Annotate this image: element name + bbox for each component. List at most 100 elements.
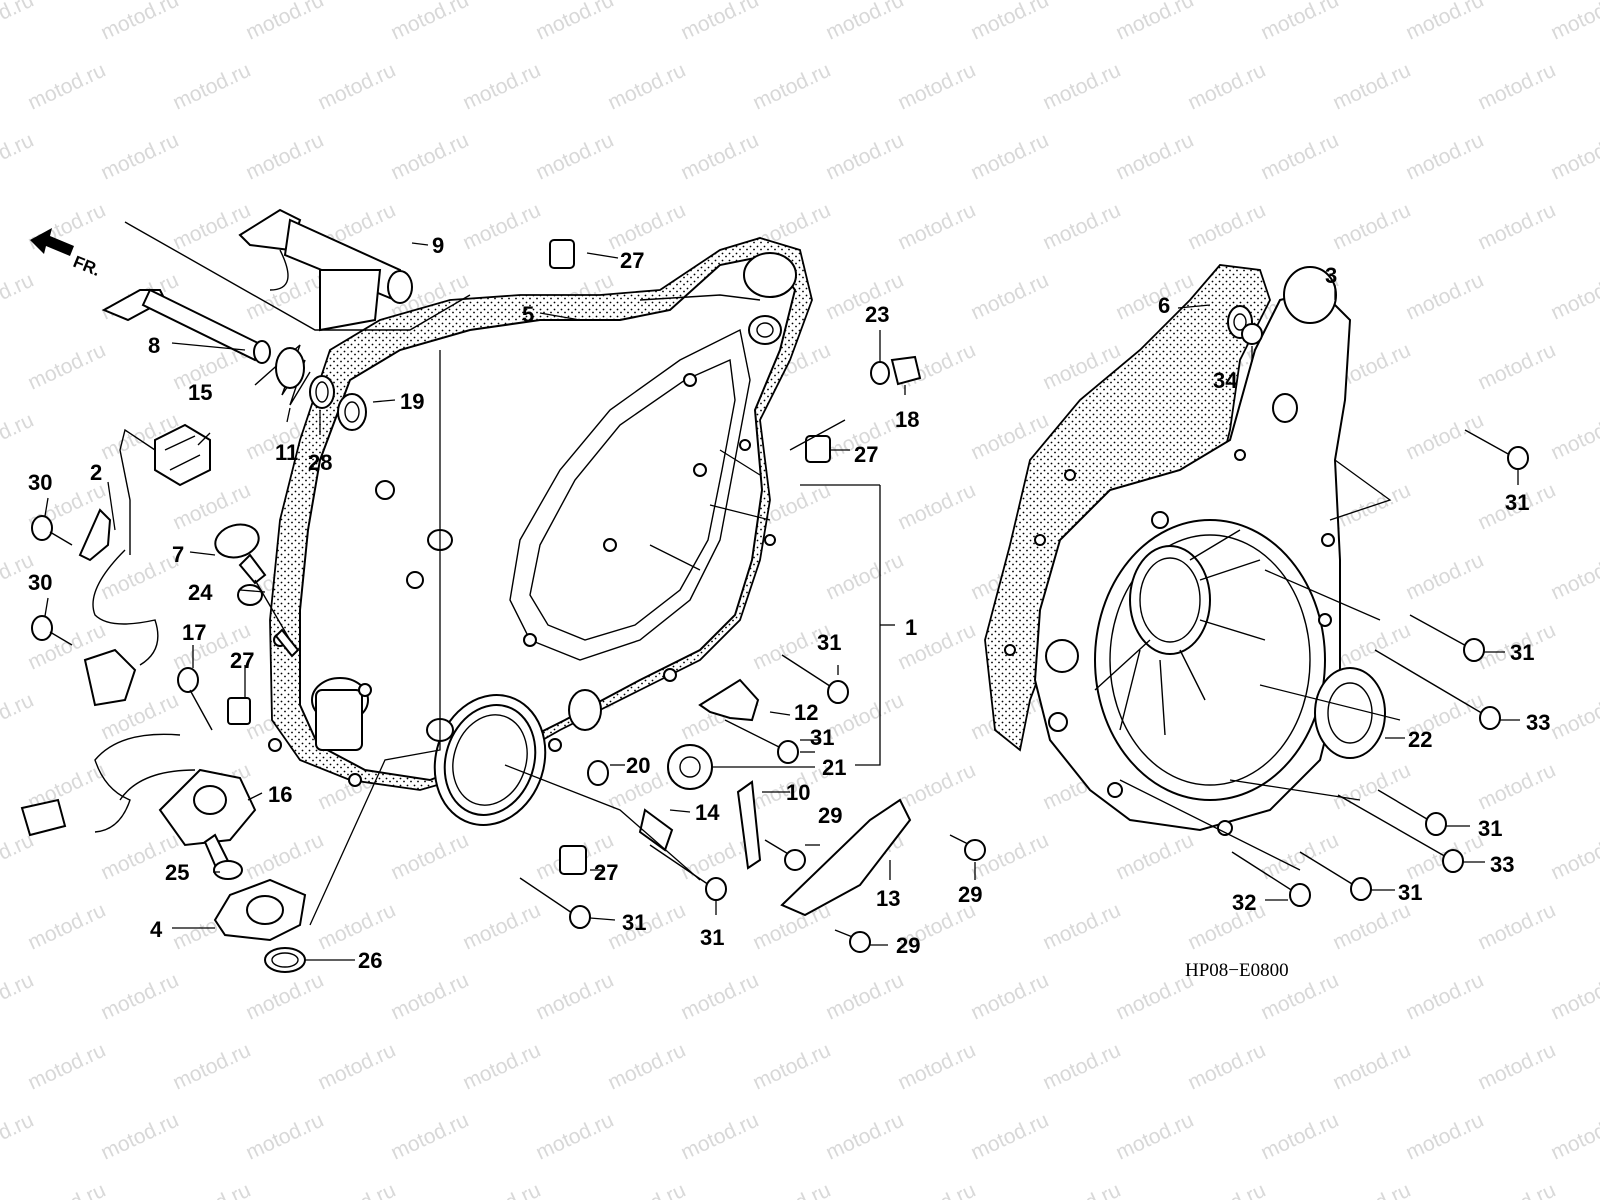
part-31-bolt	[519, 877, 591, 929]
part-33-bolt	[1337, 794, 1464, 873]
watermark-text: motod.ru	[967, 1109, 1052, 1165]
callout-17: 17	[182, 620, 206, 645]
watermark-text: motod.ru	[0, 969, 37, 1025]
watermark-text: motod.ru	[1474, 1179, 1559, 1200]
callout-30-lower: 30	[28, 570, 52, 595]
callout-23: 23	[865, 302, 889, 327]
watermark-text: motod.ru	[1184, 1179, 1269, 1200]
watermark-text: motod.ru	[1547, 689, 1600, 745]
part-26-o-ring	[264, 947, 306, 973]
callout-14: 14	[695, 800, 720, 825]
watermark-text: motod.ru	[1329, 1039, 1414, 1095]
callout-30-upper: 30	[28, 470, 52, 495]
callout-3: 3	[1325, 263, 1337, 288]
part-22-oil-seal	[1314, 667, 1386, 759]
watermark-text: motod.ru	[677, 1109, 762, 1165]
callout-34: 34	[1213, 368, 1238, 393]
part-27-dowel-top	[549, 239, 575, 269]
watermark-text: motod.ru	[459, 59, 544, 115]
part-25-o-ring	[213, 860, 243, 880]
callout-29-lower: 29	[896, 933, 920, 958]
watermark-text: motod.ru	[1402, 1109, 1487, 1165]
watermark-text: motod.ru	[1184, 199, 1269, 255]
watermark-text: motod.ru	[0, 269, 37, 325]
watermark-text: motod.ru	[314, 1039, 399, 1095]
callout-9: 9	[432, 233, 444, 258]
watermark-text: motod.ru	[387, 1109, 472, 1165]
watermark-text: motod.ru	[822, 969, 907, 1025]
watermark-text: motod.ru	[532, 129, 617, 185]
watermark-text: motod.ru	[0, 1109, 37, 1165]
watermark-text: motod.ru	[459, 1039, 544, 1095]
watermark-text: motod.ru	[1547, 969, 1600, 1025]
part-13-guide-plate	[780, 798, 912, 917]
part-31-bolt	[1377, 789, 1447, 836]
watermark-text: motod.ru	[532, 969, 617, 1025]
watermark-text: motod.ru	[967, 129, 1052, 185]
part-27-dowel-right	[805, 435, 831, 463]
watermark-text: motod.ru	[967, 969, 1052, 1025]
watermark-text: motod.ru	[1329, 1179, 1414, 1200]
watermark-text: motod.ru	[242, 1109, 327, 1165]
part-27-dowel-left	[227, 697, 251, 725]
watermark-text: motod.ru	[1547, 269, 1600, 325]
callout-12: 12	[794, 700, 818, 725]
callout-2: 2	[90, 460, 102, 485]
callout-5: 5	[522, 302, 534, 327]
watermark-text: motod.ru	[0, 0, 37, 45]
front-arrow-icon	[30, 228, 74, 256]
callout-13: 13	[876, 886, 900, 911]
part-12-bracket	[698, 678, 760, 722]
reference-lines	[309, 350, 1401, 926]
part-30-bolt-lower	[31, 615, 73, 646]
part-11-spring	[254, 344, 311, 406]
watermark-text: motod.ru	[894, 199, 979, 255]
watermark-text: motod.ru	[1402, 0, 1487, 45]
part-29-bolt	[764, 839, 806, 871]
watermark-text: motod.ru	[1547, 829, 1600, 885]
part-33-bolt	[1374, 649, 1501, 730]
watermark-text: motod.ru	[1474, 59, 1559, 115]
watermark-text: motod.ru	[387, 0, 472, 45]
watermark-text: motod.ru	[0, 829, 37, 885]
watermark-text: motod.ru	[169, 199, 254, 255]
callout-31-right-lower: 31	[1478, 816, 1502, 841]
watermark-text: motod.ru	[1329, 899, 1414, 955]
callout-11: 11	[275, 440, 298, 465]
callout-16: 16	[268, 782, 292, 807]
watermark-text: motod.ru	[1112, 829, 1197, 885]
part-right-crankcase-cover	[984, 264, 1352, 836]
watermark-text: motod.ru	[1547, 0, 1600, 45]
diagram-reference-code: HP08−E0800	[1185, 960, 1289, 981]
bolts	[519, 429, 1529, 953]
watermark-text: motod.ru	[314, 1179, 399, 1200]
watermark-text: motod.ru	[1112, 0, 1197, 45]
watermark-text: motod.ru	[1402, 129, 1487, 185]
watermark-text: motod.ru	[1039, 199, 1124, 255]
callout-27-bottom: 27	[594, 860, 618, 885]
watermark-text: motod.ru	[169, 59, 254, 115]
watermark-text: motod.ru	[1257, 129, 1342, 185]
callout-20: 20	[626, 753, 650, 778]
watermark-text: motod.ru	[1257, 1109, 1342, 1165]
watermark-text: motod.ru	[822, 0, 907, 45]
callout-32: 32	[1232, 890, 1256, 915]
watermark-text: motod.ru	[1402, 969, 1487, 1025]
watermark-text: motod.ru	[894, 59, 979, 115]
watermark-text: motod.ru	[677, 969, 762, 1025]
watermark-text: motod.ru	[24, 1039, 109, 1095]
watermark-text: motod.ru	[1402, 269, 1487, 325]
watermark-text: motod.ru	[169, 1039, 254, 1095]
watermark-text: motod.ru	[459, 899, 544, 955]
watermark-text: motod.ru	[1329, 199, 1414, 255]
watermark-text: motod.ru	[97, 1109, 182, 1165]
watermark-text: motod.ru	[1402, 409, 1487, 465]
callout-29-right: 29	[958, 882, 982, 907]
part-19-oil-seal	[337, 393, 367, 431]
watermark-text: motod.ru	[677, 129, 762, 185]
part-31-bolt	[1464, 429, 1529, 470]
callout-33-lower: 33	[1490, 852, 1514, 877]
watermark-text: motod.ru	[1112, 129, 1197, 185]
part-32-bolt	[1231, 851, 1311, 907]
callout-8: 8	[148, 333, 160, 358]
